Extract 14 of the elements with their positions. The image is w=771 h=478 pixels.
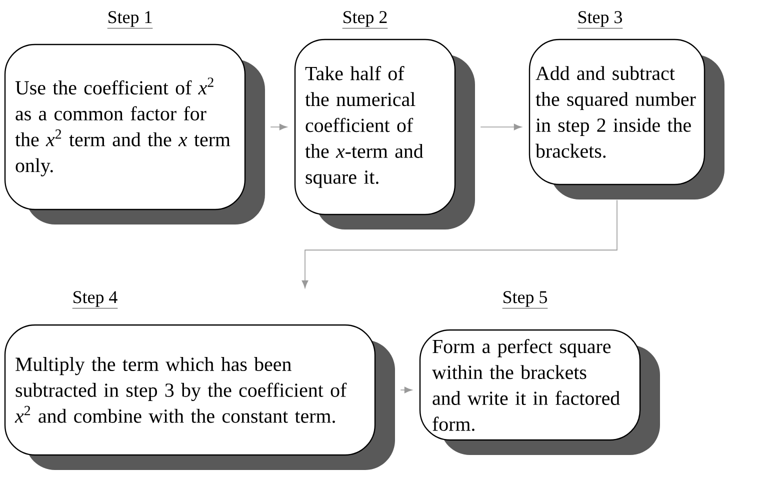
node-label: Step 3 <box>578 11 622 27</box>
node-label: Step 2 <box>344 11 387 27</box>
arrow <box>480 124 522 130</box>
process-box: Step 1 Use the coefficient of x$^{2}$ as a common factor for the x$^{2}$ term and the x term only. <box>4 11 265 224</box>
process-box: Step 2 Take half of the numerical coefficient of the x-term and square it. <box>294 11 475 230</box>
node-label: Step 1 <box>108 11 152 27</box>
node-label: Step 4 <box>74 291 118 307</box>
process-box: Step 4 Multiply the term which has been subtracted in step 3 by the coefficient of x$^{2}$ and combine with the constant term. <box>4 291 395 470</box>
process-box: Step 5 Form a perfect square within the brackets and write it in factored form. <box>419 291 660 455</box>
arrow <box>302 200 618 288</box>
process-box: Step 3 Add and subtract the squared number in step 2 inside the brackets. <box>528 11 724 200</box>
arrow <box>400 386 412 394</box>
arrow <box>270 124 288 130</box>
node-label: Step 5 <box>504 291 547 307</box>
